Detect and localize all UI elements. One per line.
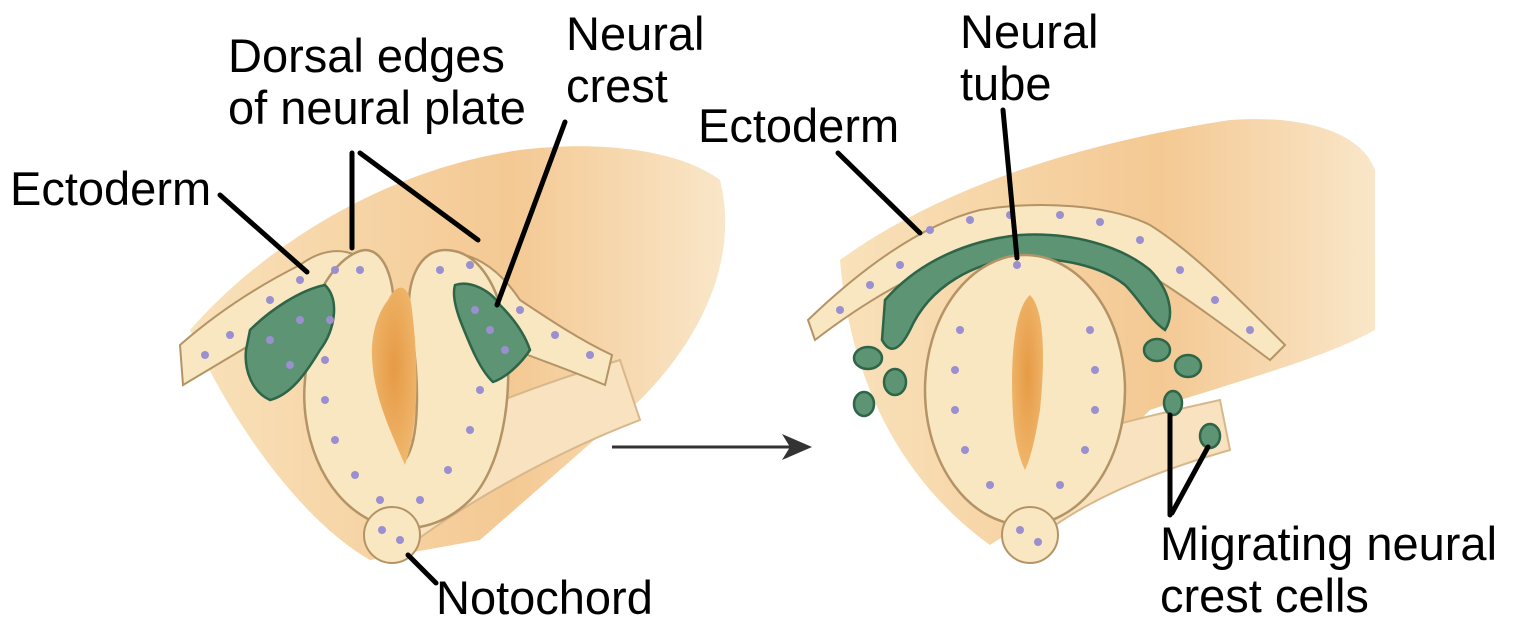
- label-dorsal-edges-line2: of neural plate: [228, 82, 526, 134]
- label-migrating-cells: Migrating neural crest cells: [1160, 518, 1497, 622]
- label-neural-tube: Neural tube: [960, 6, 1098, 110]
- left-panel-neural-fold: [180, 146, 725, 563]
- label-dorsal-edges-line1: Dorsal edges: [228, 30, 526, 82]
- transition-arrow: [612, 434, 812, 460]
- left-notochord: [364, 507, 420, 563]
- leader-ectoderm-right: [838, 153, 920, 233]
- leader-ectoderm-left: [220, 195, 307, 272]
- label-neural-crest: Neural crest: [566, 8, 704, 112]
- label-neural-crest-line2: crest: [566, 60, 704, 112]
- label-dorsal-edges: Dorsal edges of neural plate: [228, 30, 526, 134]
- label-notochord: Notochord: [436, 572, 653, 624]
- label-migrating-cells-line1: Migrating neural: [1160, 518, 1497, 570]
- label-ectoderm-left: Ectoderm: [10, 163, 211, 215]
- leader-notochord: [408, 555, 436, 583]
- right-panel-neural-tube: [808, 119, 1375, 563]
- label-neural-tube-line1: Neural: [960, 6, 1098, 58]
- label-migrating-cells-line2: crest cells: [1160, 570, 1497, 622]
- label-neural-crest-line1: Neural: [566, 8, 704, 60]
- right-notochord: [1002, 507, 1058, 563]
- label-neural-tube-line2: tube: [960, 58, 1098, 110]
- label-ectoderm-right: Ectoderm: [698, 100, 899, 152]
